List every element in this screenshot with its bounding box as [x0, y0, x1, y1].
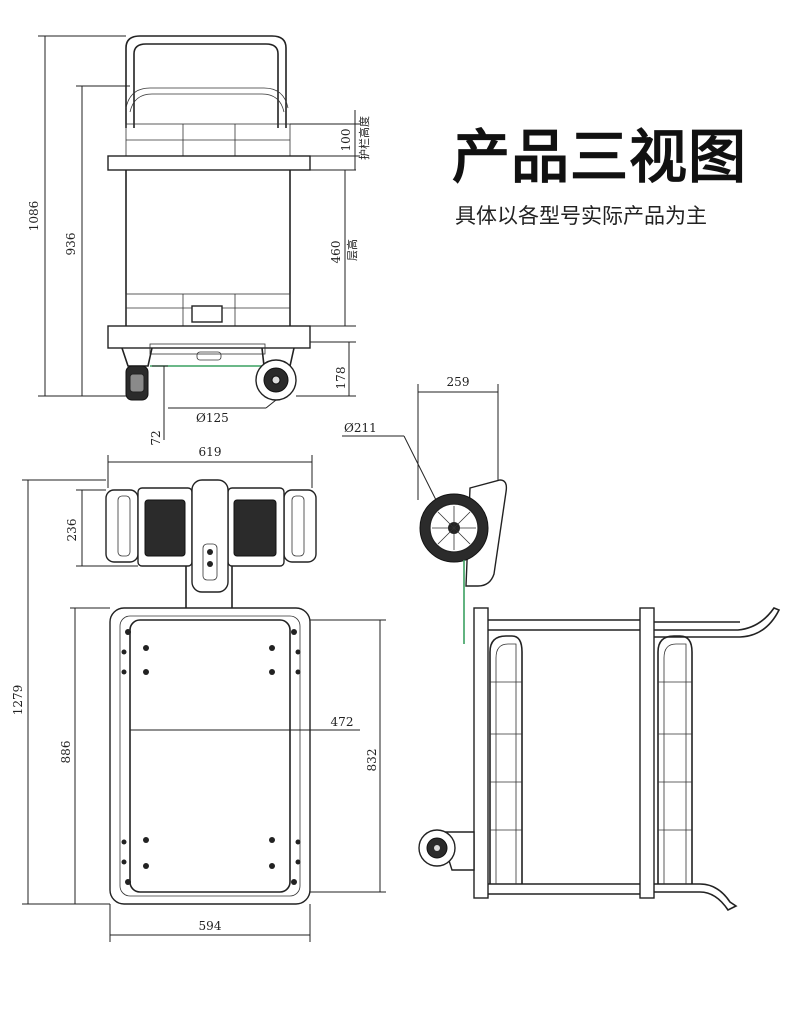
- dim-width-total: 619: [199, 445, 222, 459]
- top-right-wheel: [283, 489, 317, 563]
- side-rear-caster: [418, 829, 475, 871]
- front-view: 1086 936 100 护栏高度 460 层高 178 72 Ø125: [27, 35, 371, 446]
- top-view: 619 236: [11, 445, 386, 942]
- page-title: 产品三视图: [452, 123, 748, 191]
- side-front-post: [473, 607, 489, 899]
- top-left-wheel: [105, 489, 139, 563]
- dim-layer-value: 460: [329, 241, 343, 264]
- dim-handle-height: 936: [64, 233, 78, 256]
- dim-bottom: 178: [334, 367, 348, 390]
- front-handle: [125, 35, 287, 128]
- dim-length-total: 1279: [11, 685, 25, 716]
- front-left-caster: [125, 365, 149, 401]
- dim-inner-width: 472: [331, 715, 354, 729]
- side-drive-wheel: [419, 479, 508, 644]
- dim-total-height: 1086: [27, 201, 41, 232]
- dim-inner-length: 832: [365, 749, 379, 772]
- front-right-caster: [255, 359, 297, 401]
- dim-ground: 72: [149, 430, 163, 445]
- dim-wheel-block: 236: [65, 519, 79, 542]
- dim-guard-value: 100: [339, 129, 353, 152]
- dim-deck-length: 886: [59, 741, 73, 764]
- top-center-column: [191, 479, 229, 593]
- page-subtitle: 具体以各型号实际产品为主: [455, 204, 707, 228]
- dim-front-wheel: Ø125: [196, 411, 229, 425]
- top-deck: [109, 607, 311, 905]
- upper-shelf: [107, 155, 311, 171]
- front-handle-inner: [133, 43, 279, 128]
- top-right-motor: [233, 499, 277, 557]
- dim-guard-label: 护栏高度: [357, 116, 371, 160]
- dim-layer-label: 层高: [345, 239, 359, 261]
- top-left-motor: [144, 499, 186, 557]
- side-rear-post: [639, 607, 655, 899]
- dim-deck-width: 594: [199, 919, 222, 933]
- front-rail: [125, 87, 289, 109]
- lower-deck: [107, 325, 311, 349]
- dim-side-wheel: Ø211: [344, 421, 377, 435]
- dim-caster-width: 259: [447, 375, 470, 389]
- front-lock: [191, 305, 223, 323]
- side-view: 259 Ø211: [342, 375, 781, 912]
